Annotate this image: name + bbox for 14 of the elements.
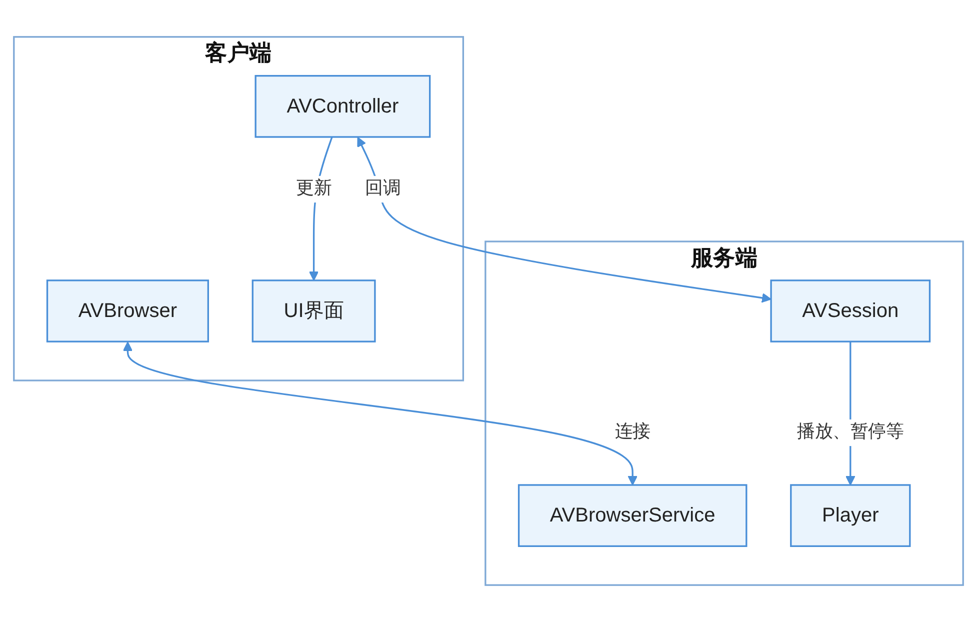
edge-label: 更新: [296, 178, 332, 198]
node-box: [252, 279, 376, 342]
node-box: [770, 279, 931, 342]
arrow: [357, 136, 772, 302]
edge-label: 播放、暂停等: [797, 422, 904, 442]
node-box: [518, 484, 748, 546]
edge-label: 连接: [614, 422, 650, 442]
cluster: [484, 240, 964, 586]
node-box: [46, 279, 209, 342]
edge-label: 回调: [365, 178, 401, 198]
cluster: [13, 36, 464, 381]
node-box: [790, 484, 911, 546]
node-box: [254, 74, 431, 138]
arrow: [122, 341, 638, 485]
